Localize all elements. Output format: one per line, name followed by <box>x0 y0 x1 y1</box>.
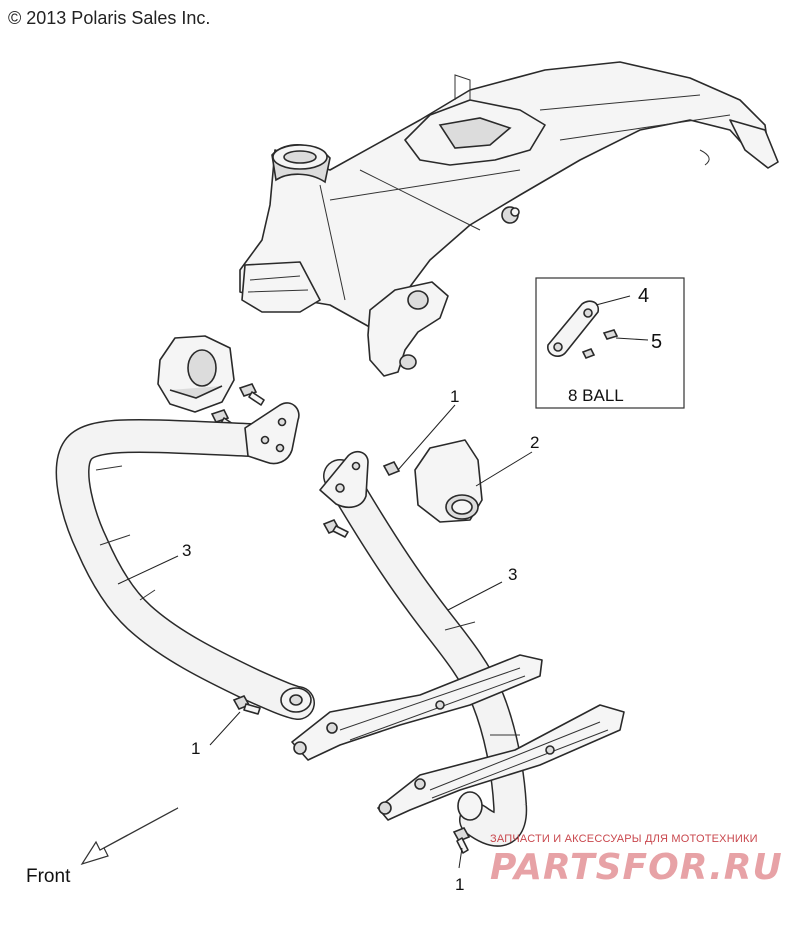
frame-assembly <box>239 61 779 377</box>
watermark-logo: PARTSFOR.RU <box>490 847 783 888</box>
callout-1-top: 1 <box>450 387 459 406</box>
callout-3-left: 3 <box>182 541 191 560</box>
leader-lines <box>117 404 533 869</box>
callout-3-right: 3 <box>508 565 517 584</box>
callout-4: 4 <box>638 285 649 307</box>
lower-rail-lower <box>377 704 625 821</box>
callout-1-bottom: 1 <box>455 875 464 894</box>
callout-1-left: 1 <box>191 739 200 758</box>
bolt-lower-left <box>232 694 261 715</box>
front-arrow-icon <box>80 807 179 866</box>
right-bushing <box>414 439 483 523</box>
callout-2: 2 <box>530 433 539 452</box>
bolt-lower-right <box>452 826 471 854</box>
left-bumper-tube <box>55 402 315 720</box>
left-bushing <box>157 335 235 413</box>
inset-box <box>535 277 685 409</box>
fastener-part <box>581 329 619 360</box>
copyright-text: © 2013 Polaris Sales Inc. <box>8 8 211 28</box>
inset-label: 8 BALL <box>568 386 624 405</box>
bolt-set-right <box>322 460 401 538</box>
watermark-subtitle: ЗАПЧАСТИ И АКСЕССУАРЫ ДЛЯ МОТОТЕХНИКИ <box>490 833 758 845</box>
front-label: Front <box>26 866 71 887</box>
callout-5: 5 <box>651 331 662 353</box>
lower-rail-upper <box>291 654 543 761</box>
